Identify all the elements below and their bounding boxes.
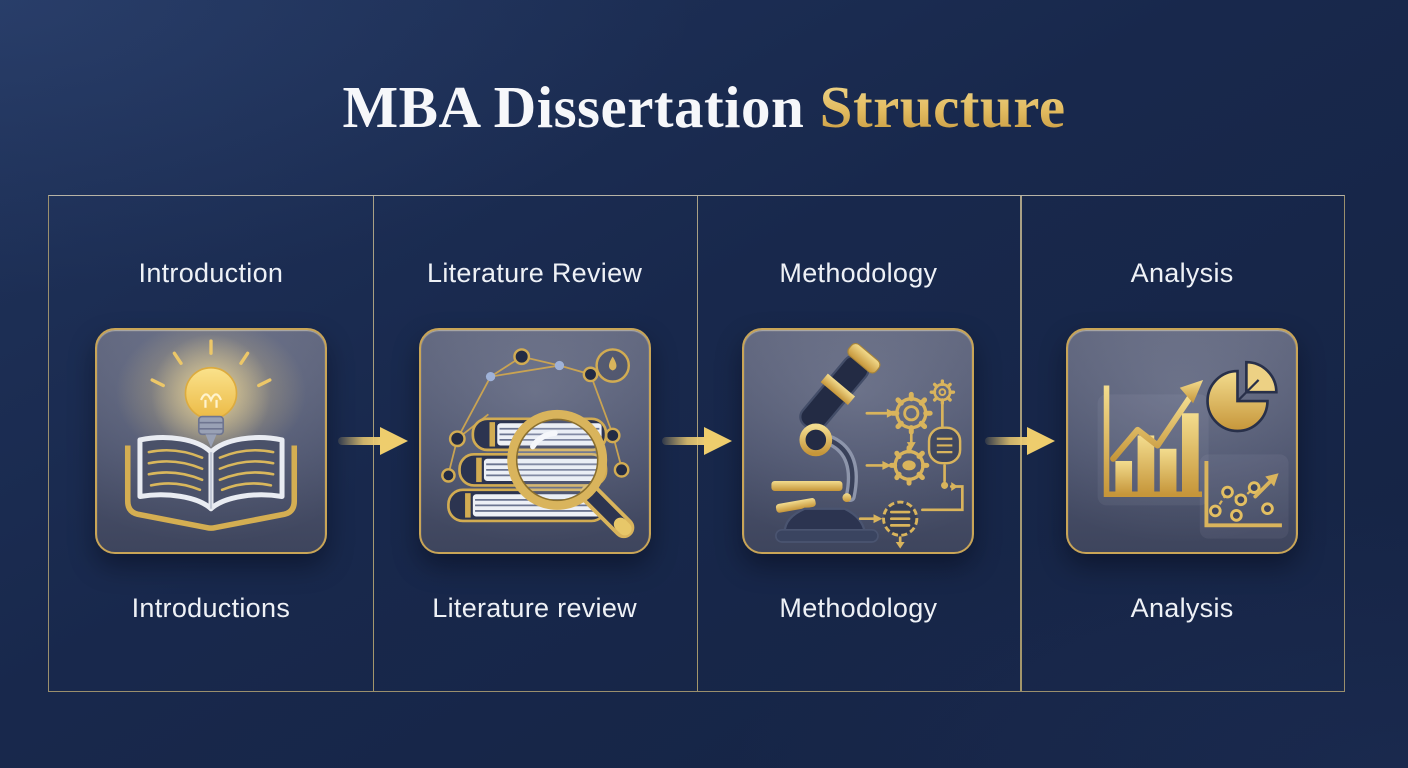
column-bottom-label: Introductions [131,593,291,623]
column-top-label: Literature Review [427,258,643,288]
methodology-icon-card [742,328,975,554]
flow-arrow-icon [661,427,732,455]
introduction-icon-card [94,328,327,554]
flow-arrow-icon [985,427,1056,455]
books-magnifying-glass-icon [440,348,634,539]
column-methodology: Methodology [697,196,1021,691]
page-title: MBA Dissertation Structure [0,76,1408,138]
column-introduction: Introduction [49,196,373,691]
column-analysis: Analysis [1020,196,1344,691]
bar-pie-scatter-charts-icon [1097,360,1289,539]
column-bottom-label: Literature review [432,593,637,623]
literature-review-icon-card [418,328,651,554]
column-top-label: Methodology [779,258,938,288]
process-grid: Introduction [48,195,1345,692]
column-top-label: Analysis [1130,258,1234,288]
title-accent: Structure [819,74,1066,140]
column-top-label: Introduction [138,258,284,288]
column-bottom-label: Analysis [1130,593,1234,623]
column-bottom-label: Methodology [779,593,938,623]
microscope-gears-icon [771,343,965,549]
flow-arrow-icon [337,427,408,455]
open-book-lightbulb-icon [124,334,297,531]
analysis-icon-card [1066,328,1299,554]
column-literature-review: Literature Review [373,196,697,691]
title-main: MBA Dissertation [342,74,805,140]
